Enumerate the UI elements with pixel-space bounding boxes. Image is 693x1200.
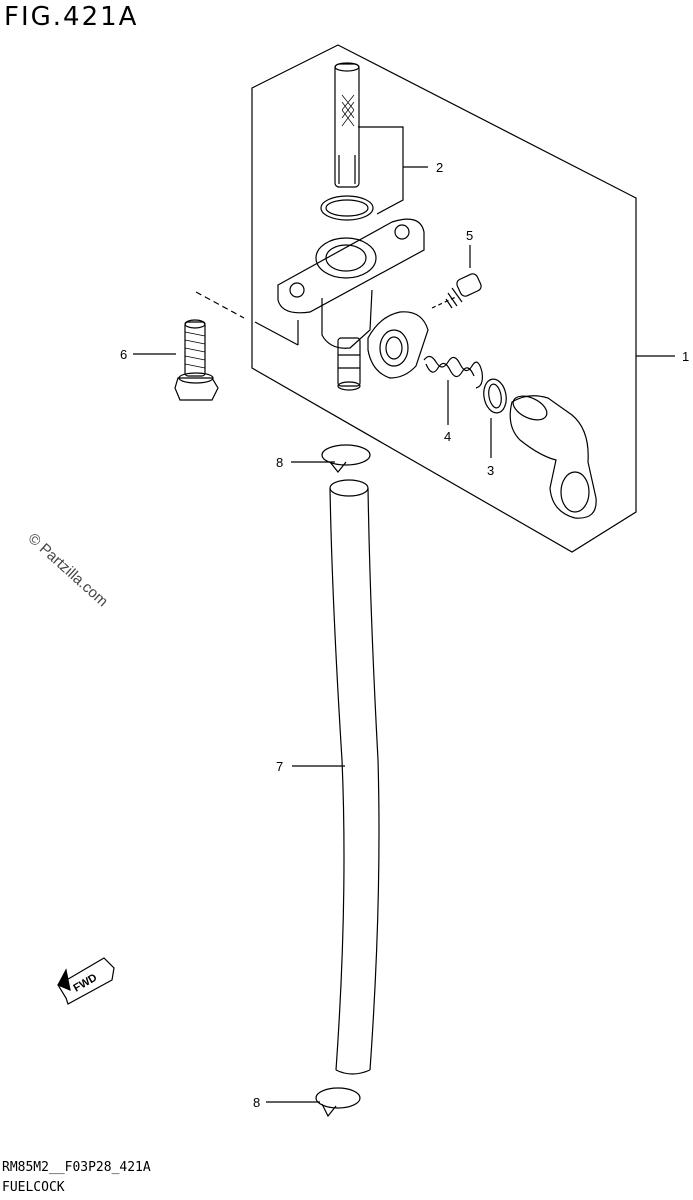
filter-screen	[334, 62, 360, 188]
screw	[445, 273, 482, 309]
leader-2	[358, 126, 404, 215]
callout-1: 1	[682, 349, 689, 364]
callout-3: 3	[487, 463, 494, 478]
callout-4: 4	[444, 429, 451, 444]
hose-clamp-top	[321, 444, 371, 473]
callout-2: 2	[436, 160, 443, 175]
footer-diagram-code: RM85M2__F03P28_421A	[2, 1160, 151, 1175]
fuel-cock-body	[277, 218, 429, 391]
fuel-hose	[329, 479, 380, 1075]
valve-gasket	[483, 378, 507, 414]
flange-bolt	[174, 319, 219, 401]
footer-part-name: FUELCOCK	[2, 1180, 65, 1195]
callout-6: 6	[120, 347, 127, 362]
fwd-direction-arrow	[57, 957, 115, 1005]
bolt-hidden-line-2	[254, 321, 299, 346]
callout-8-bottom: 8	[253, 1095, 260, 1110]
filter-o-ring	[320, 195, 374, 221]
callout-5: 5	[466, 228, 473, 243]
figure-title: FIG.421A	[4, 2, 139, 32]
hose-clamp-bottom	[315, 1087, 361, 1118]
valve-lever	[509, 395, 597, 519]
leader-5b	[431, 295, 459, 309]
valve-spring	[423, 355, 483, 389]
assembly-group-outline	[251, 44, 637, 553]
bolt-hidden-line	[195, 291, 245, 319]
callout-8-top: 8	[276, 455, 283, 470]
callout-7: 7	[276, 759, 283, 774]
